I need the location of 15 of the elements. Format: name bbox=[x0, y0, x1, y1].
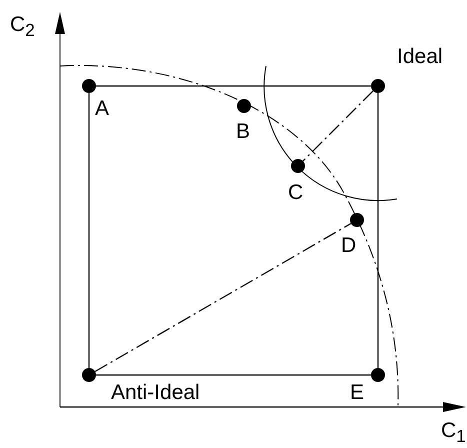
connector-line bbox=[88, 93, 90, 368]
point-label: Anti-Ideal bbox=[111, 382, 200, 404]
point-label: D bbox=[341, 235, 356, 257]
point-label: Ideal bbox=[397, 46, 443, 68]
dash-dot-line bbox=[302, 90, 374, 162]
connector-line bbox=[377, 93, 379, 368]
connector-line bbox=[96, 85, 371, 87]
point-label: E bbox=[350, 382, 364, 404]
dash-dot-line bbox=[94, 222, 352, 372]
point-label: B bbox=[236, 121, 250, 143]
connector-line bbox=[96, 374, 371, 376]
point-label: C bbox=[288, 182, 304, 204]
axis-label: C$_{1}$ bbox=[441, 420, 466, 448]
axis-label: C$_{2}$ bbox=[10, 14, 35, 42]
point-label: A bbox=[95, 98, 110, 120]
